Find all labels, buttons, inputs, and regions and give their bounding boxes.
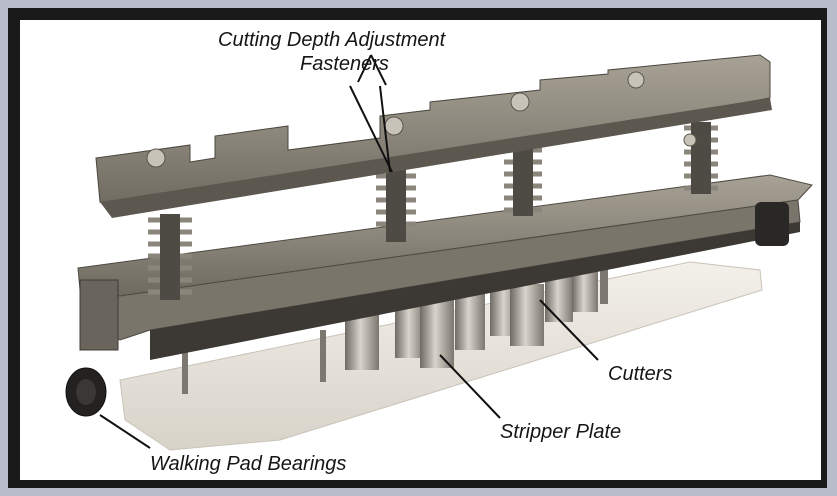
fasteners [146, 71, 697, 168]
label-walking-pad-bearings: Walking Pad Bearings [150, 453, 347, 475]
label-depth-adjustment-line2: Fasteners [300, 53, 389, 75]
callout-lines [99, 54, 599, 449]
label-depth-adjustment-line1: Cutting Depth Adjustment [218, 29, 446, 51]
upper-bar [95, 54, 771, 211]
label-cutters: Cutters [608, 363, 673, 385]
label-stripper-plate: Stripper Plate [500, 421, 622, 443]
